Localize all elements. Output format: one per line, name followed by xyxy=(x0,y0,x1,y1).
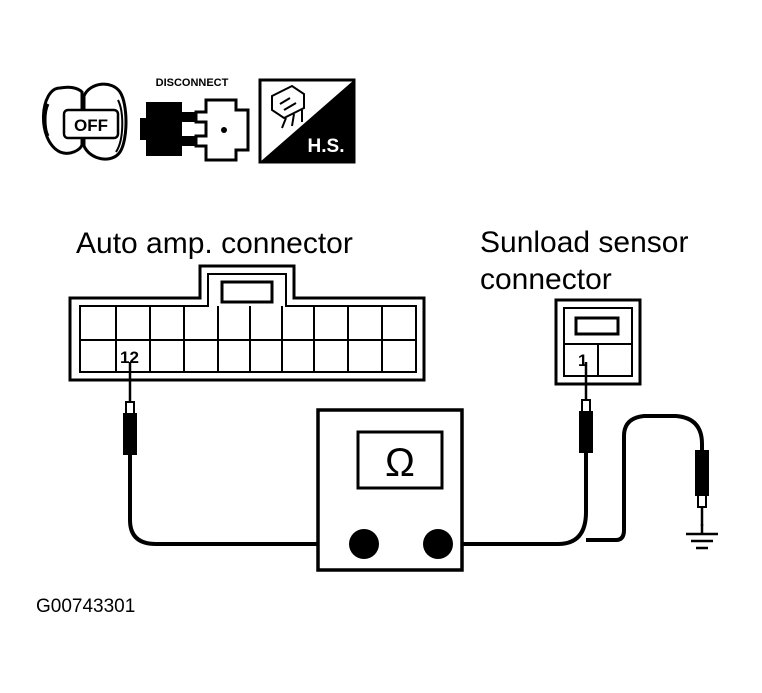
left-test-probe xyxy=(123,362,350,546)
ohmmeter: Ω xyxy=(316,408,464,572)
disconnect-connector-icon: DISCONNECT xyxy=(140,77,250,162)
ignition-key-off-icon: OFF xyxy=(42,82,128,161)
auto-amp-connector: 12 xyxy=(68,264,426,382)
right-test-probe xyxy=(452,362,593,546)
meter-terminal-left xyxy=(349,529,379,559)
harness-side-label: H.S. xyxy=(308,136,345,157)
auto-amp-pin-number: 12 xyxy=(120,348,139,367)
disconnect-label: DISCONNECT xyxy=(156,77,229,89)
sunload-pin-number: 1 xyxy=(578,351,587,370)
figure-code: G00743301 xyxy=(36,596,135,617)
sunload-label-line1: Sunload sensor xyxy=(480,226,688,259)
ignition-off-label: OFF xyxy=(74,116,108,135)
harness-side-icon: H.S. xyxy=(258,78,356,164)
ground-symbol-icon xyxy=(686,524,718,550)
meter-terminal-right xyxy=(423,529,453,559)
auto-amp-connector-label: Auto amp. connector xyxy=(76,227,353,260)
ground-test-probe xyxy=(586,414,709,542)
ohm-symbol: Ω xyxy=(385,441,415,485)
sunload-sensor-connector: 1 xyxy=(554,298,642,386)
sunload-label-line2: connector xyxy=(480,263,612,296)
